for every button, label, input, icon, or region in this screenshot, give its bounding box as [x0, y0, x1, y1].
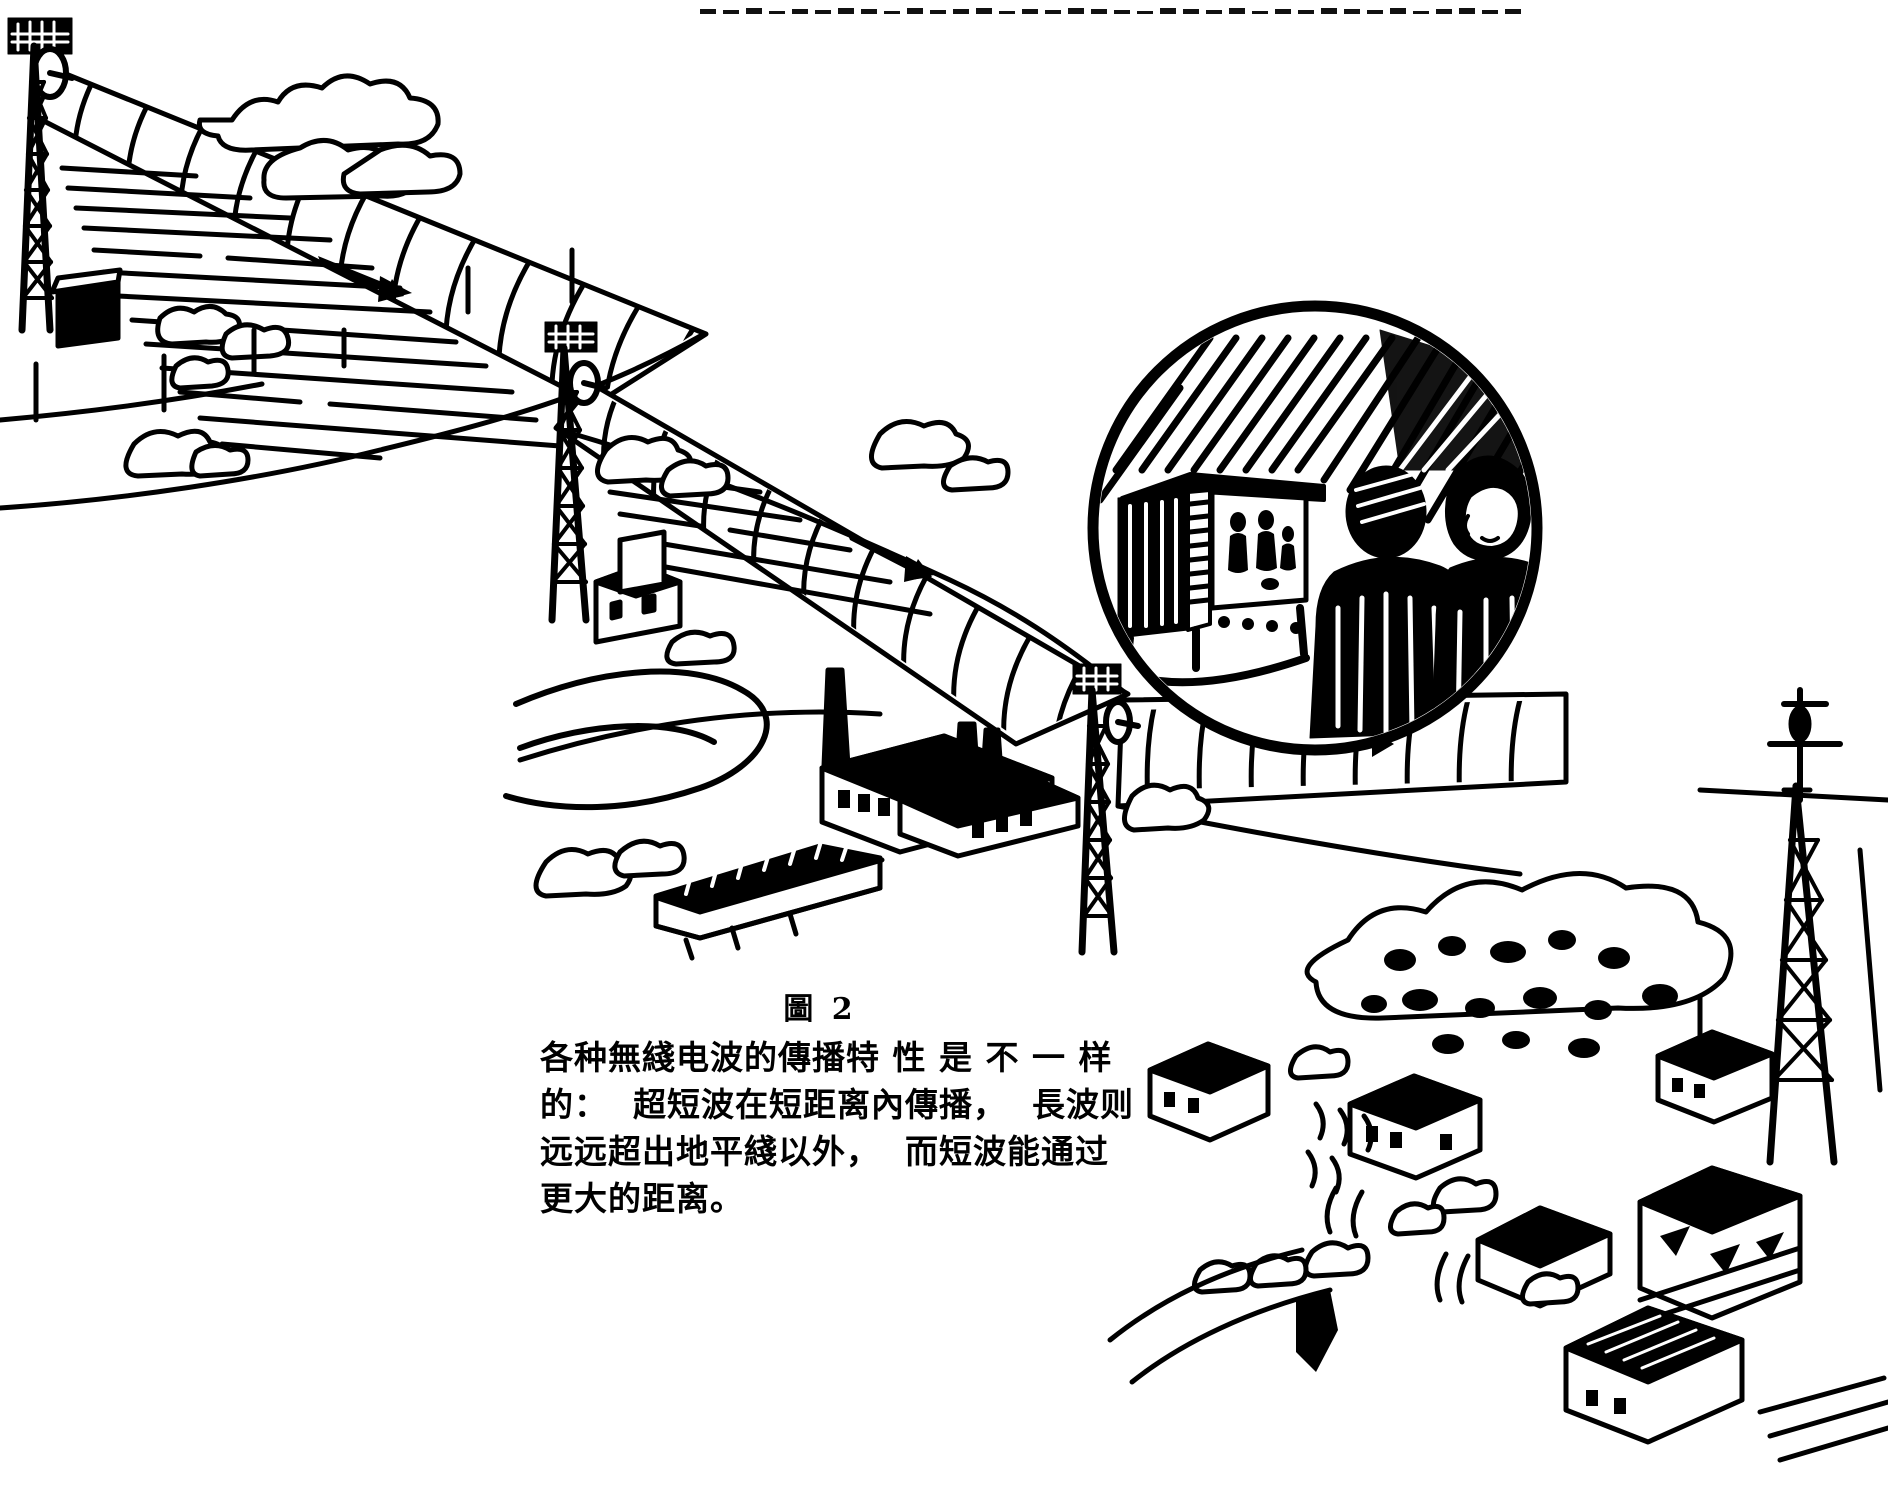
railway-bridge [653, 836, 885, 961]
figure-caption: 圖 2 各种無綫电波的傳播特 性 是 不 一 样 的： 超短波在短距离內傳播， … [520, 992, 1134, 1222]
bleed-glyph [1137, 11, 1153, 14]
relay-tower-2 [544, 321, 683, 645]
bleed-glyph [1344, 9, 1360, 14]
bleed-glyph [930, 10, 946, 14]
lattice-mast-4 [1766, 687, 1843, 1166]
bleed-glyph [1091, 9, 1107, 14]
relay-tower-3 [1072, 663, 1141, 956]
bleed-glyph [907, 8, 923, 14]
bleed-glyph [1114, 10, 1130, 14]
bleed-glyph [1390, 8, 1406, 14]
bleed-glyph [792, 9, 808, 14]
bleed-glyph [838, 8, 854, 14]
bleed-glyph [861, 9, 877, 14]
bleed-glyph [976, 8, 992, 14]
caption-line-2: 的： 超短波在短距离內傳播， 長波则 [540, 1084, 1134, 1124]
factory [819, 667, 1081, 859]
bleed-glyph [723, 10, 739, 14]
figure-number: 圖 2 [783, 992, 857, 1027]
bleed-glyph [1298, 10, 1314, 14]
television-set [1116, 472, 1326, 687]
hedge-strokes [1305, 1101, 1374, 1195]
bleed-glyph [1436, 9, 1452, 14]
farmhouse-bottom [1563, 1305, 1745, 1445]
utility-poles-left [33, 247, 575, 423]
bleed-glyph [1160, 8, 1176, 14]
bleed-glyph [1183, 9, 1199, 14]
caption-line-3: 远远超出地平綫以外， 而短波能通过 [540, 1131, 1109, 1171]
bleed-glyph [815, 10, 831, 14]
tv-viewers-inset [1087, 300, 1543, 756]
bleed-glyph [1367, 10, 1383, 14]
apartment-blocks [1475, 1165, 1803, 1325]
bleed-glyph [1321, 8, 1337, 14]
page-bleed-text-fragment [700, 0, 1600, 14]
bushes-left [123, 304, 292, 479]
smoke-puffs [1122, 782, 1212, 833]
cloud-cluster-top [196, 73, 463, 201]
bleed-glyph [953, 9, 969, 14]
relay-tower-1 [7, 17, 123, 349]
bleed-glyph [746, 8, 762, 14]
bleed-glyph [769, 11, 785, 14]
bleed-glyph [1413, 11, 1429, 14]
bleed-glyph [884, 11, 900, 14]
bleed-glyph [1459, 8, 1475, 14]
bleed-glyph [1068, 8, 1084, 14]
bleed-glyph [1229, 8, 1245, 14]
bleed-glyph [1275, 9, 1291, 14]
bleed-glyph [999, 11, 1015, 14]
caption-line-1: 各种無綫电波的傳播特 性 是 不 一 样 [540, 1038, 1113, 1077]
bleed-glyph [1252, 11, 1268, 14]
screen-picture [1228, 510, 1296, 590]
tower-2-buildings [593, 529, 683, 645]
field-hatching-left [59, 165, 563, 461]
tree-mass-right [1304, 871, 1734, 1058]
dark-shrub [1296, 1290, 1338, 1372]
caption-line-4: 更大的距离。 [540, 1178, 744, 1218]
bleed-glyph [1482, 10, 1498, 14]
tower-1-hut [49, 267, 123, 349]
stream-bottom [1107, 1185, 1471, 1385]
bushes-right [1192, 1044, 1581, 1307]
bleed-glyph [700, 9, 716, 14]
bushes-river [533, 838, 687, 899]
field-hatching-bottom-right [1757, 1375, 1888, 1463]
bushes-mid [595, 419, 1011, 667]
village-houses-right [1147, 1029, 1775, 1181]
bleed-glyph [1505, 9, 1521, 14]
bleed-glyph [1045, 10, 1061, 14]
bleed-glyph [1206, 10, 1222, 14]
bleed-glyph [1022, 9, 1038, 14]
river [503, 668, 770, 811]
